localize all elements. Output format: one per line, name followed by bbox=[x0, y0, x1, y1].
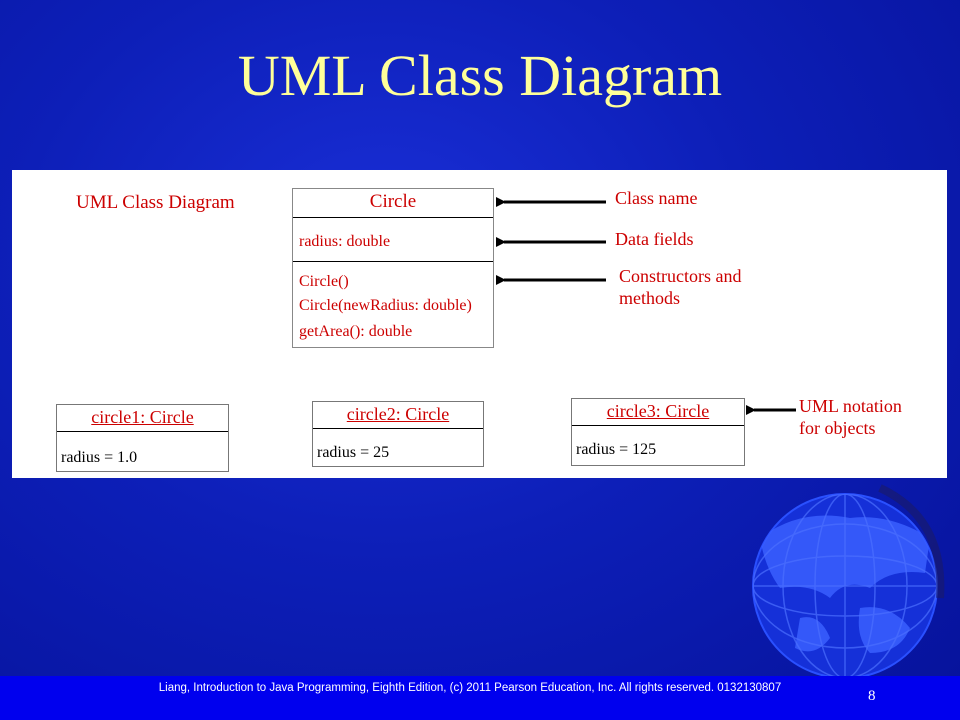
object-divider bbox=[57, 431, 228, 432]
annotation-data-fields: Data fields bbox=[615, 229, 694, 249]
slide-title: UML Class Diagram bbox=[237, 43, 723, 108]
annotation-constructors: Constructors and bbox=[619, 266, 742, 286]
annotation-class-name: Class name bbox=[615, 188, 698, 208]
arrows-layer bbox=[496, 197, 796, 415]
page-number: 8 bbox=[868, 688, 876, 704]
footer-copyright: Liang, Introduction to Java Programming,… bbox=[158, 682, 782, 694]
object-divider bbox=[313, 428, 483, 429]
object-field: radius = 125 bbox=[576, 441, 657, 458]
object-name: circle2: Circle bbox=[346, 404, 450, 424]
object-field: radius = 25 bbox=[317, 444, 390, 461]
diagram-heading: UML Class Diagram bbox=[76, 192, 235, 213]
class-box: Circle radius: double Circle() Circle(ne… bbox=[292, 188, 494, 348]
object-name: circle3: Circle bbox=[606, 401, 710, 421]
object-box-circle1: circle1: Circle radius = 1.0 bbox=[56, 404, 229, 472]
annotation-methods: methods bbox=[619, 288, 680, 308]
class-field: radius: double bbox=[299, 233, 391, 250]
fields-divider bbox=[293, 261, 493, 262]
object-box-circle2: circle2: Circle radius = 25 bbox=[312, 401, 484, 467]
annotation-objects-2: for objects bbox=[799, 418, 876, 438]
object-name: circle1: Circle bbox=[91, 407, 194, 427]
object-field: radius = 1.0 bbox=[61, 449, 138, 466]
object-divider bbox=[572, 425, 744, 426]
footer-bar bbox=[0, 676, 960, 720]
class-name: Circle bbox=[369, 191, 417, 212]
class-name-divider bbox=[293, 217, 493, 218]
class-method: Circle(newRadius: double) bbox=[299, 297, 472, 314]
object-box-circle3: circle3: Circle radius = 125 bbox=[571, 398, 745, 466]
class-method: getArea(): double bbox=[299, 323, 413, 340]
globe-decoration bbox=[752, 484, 945, 678]
annotation-objects: UML notation bbox=[799, 396, 902, 416]
diagram-panel: UML Class Diagram Circle radius: double … bbox=[12, 170, 947, 478]
class-method: Circle() bbox=[299, 273, 349, 290]
